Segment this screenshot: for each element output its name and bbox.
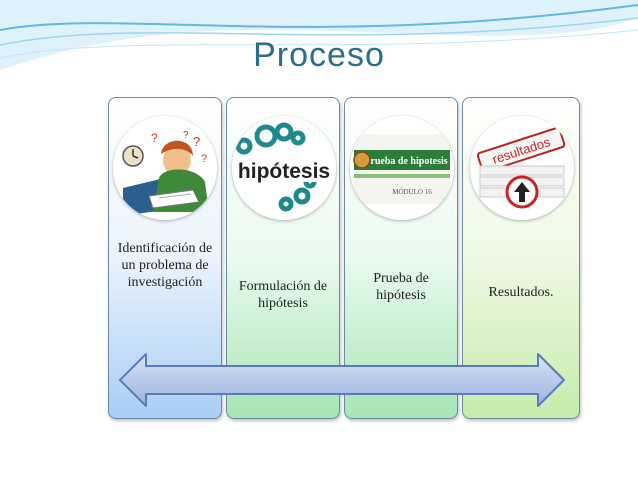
step-label-prueba: Prueba de hipótesis (373, 271, 429, 303)
svg-text:?: ? (151, 131, 158, 145)
thinking-student-icon: ? ? ? ? (113, 116, 217, 220)
svg-text:?: ? (201, 153, 207, 165)
step-label-resultados: Resultados. (488, 285, 554, 300)
book-cover-icon: Prueba de hipotesis MÓDULO 16 (350, 116, 454, 220)
step-label-identificacion: Identificación de un problema de investi… (117, 241, 213, 290)
svg-text:?: ? (183, 130, 189, 141)
step-card-prueba: Prueba de hipotesis MÓDULO 16 Prueba de … (344, 97, 458, 419)
hipotesis-logo-icon: hipótesis (232, 116, 336, 220)
header-swoosh-decoration (0, 0, 638, 70)
svg-text:?: ? (193, 134, 200, 149)
resultados-signpost-icon: resultados (470, 116, 574, 220)
book-subtext: MÓDULO 16 (392, 188, 432, 196)
double-headed-arrow (119, 353, 565, 407)
step-label-formulacion: Formulación de hipótesis (238, 279, 328, 311)
slide-title: Proceso (253, 36, 385, 74)
hipotesis-logo-text: hipótesis (238, 160, 330, 183)
book-title-text: Prueba de hipotesis (364, 156, 447, 167)
